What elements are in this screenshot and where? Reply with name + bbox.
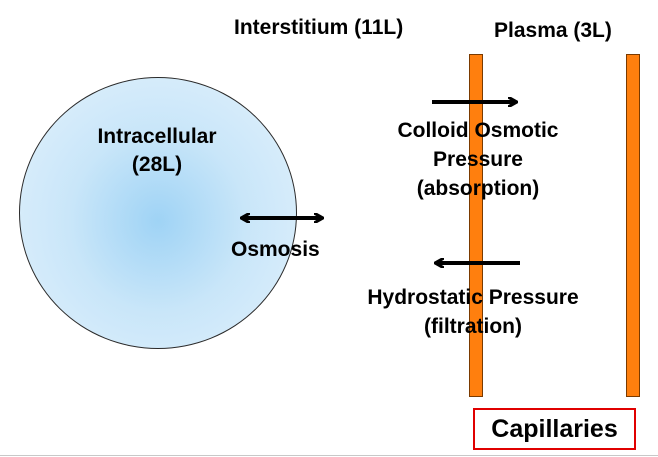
colloid-label-line1: Colloid Osmotic [397, 119, 559, 142]
plasma-label: Plasma (3L) [494, 19, 612, 42]
intracellular-label-line2: (28L) [131, 153, 183, 177]
capillaries-label: Capillaries [491, 414, 618, 443]
intracellular-label: Intracellular (28L) [57, 124, 257, 177]
hydrostatic-label: Hydrostatic Pressure (filtration) [338, 285, 608, 339]
colloid-label-line3: (absorption) [416, 177, 540, 201]
hydrostatic-label-line2: (filtration) [424, 315, 522, 339]
capillaries-label-box: Capillaries [473, 408, 636, 450]
capillary-wall-left [469, 54, 483, 397]
interstitium-label: Interstitium (11L) [234, 16, 404, 39]
colloid-osmotic-label: Colloid Osmotic Pressure (absorption) [368, 118, 588, 202]
colloid-label-line2: Pressure [433, 148, 523, 172]
divider [0, 455, 658, 456]
intracellular-label-line1: Intracellular [97, 125, 217, 148]
capillary-wall-right [626, 54, 640, 397]
osmosis-label: Osmosis [231, 238, 320, 261]
hydrostatic-label-line1: Hydrostatic Pressure [367, 286, 579, 309]
